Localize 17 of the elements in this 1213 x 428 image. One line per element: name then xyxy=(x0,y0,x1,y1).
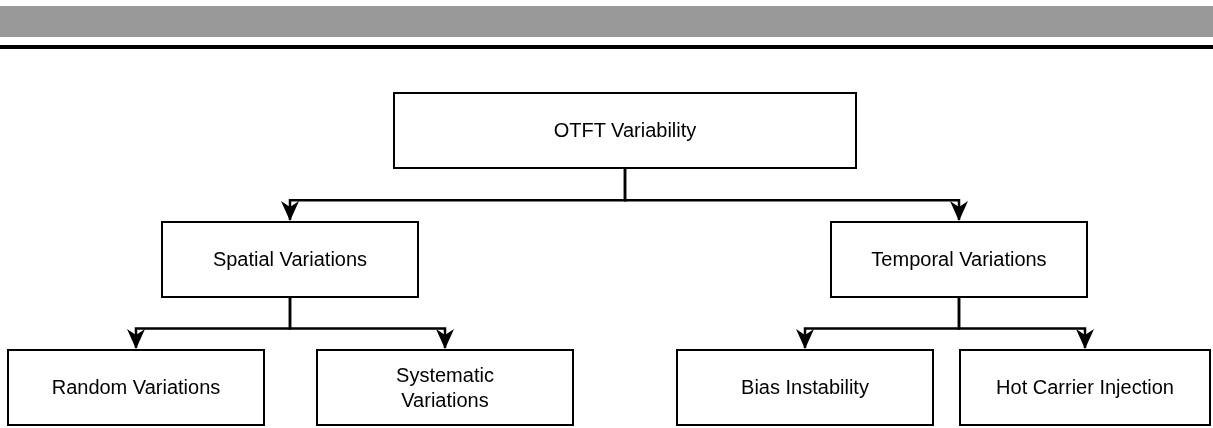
arrow xyxy=(288,298,454,349)
arrow xyxy=(957,298,1094,349)
process-box xyxy=(7,349,265,426)
node-label: Systematic Variations xyxy=(395,362,495,413)
node-label: OTFT Variability xyxy=(552,118,698,143)
node-label: Bias Instability xyxy=(740,375,870,400)
process-box xyxy=(316,349,574,426)
process-box xyxy=(161,221,419,298)
process-box xyxy=(830,221,1088,298)
node-label: Spatial Variations xyxy=(211,247,369,272)
arrow xyxy=(623,169,968,221)
node-label: Temporal Variations xyxy=(870,247,1048,272)
process-box xyxy=(676,349,934,426)
process-box xyxy=(959,349,1211,426)
node-label: Random Variations xyxy=(50,375,222,400)
node-label: Hot Carrier Injection xyxy=(995,375,1175,400)
process-box xyxy=(393,92,857,169)
